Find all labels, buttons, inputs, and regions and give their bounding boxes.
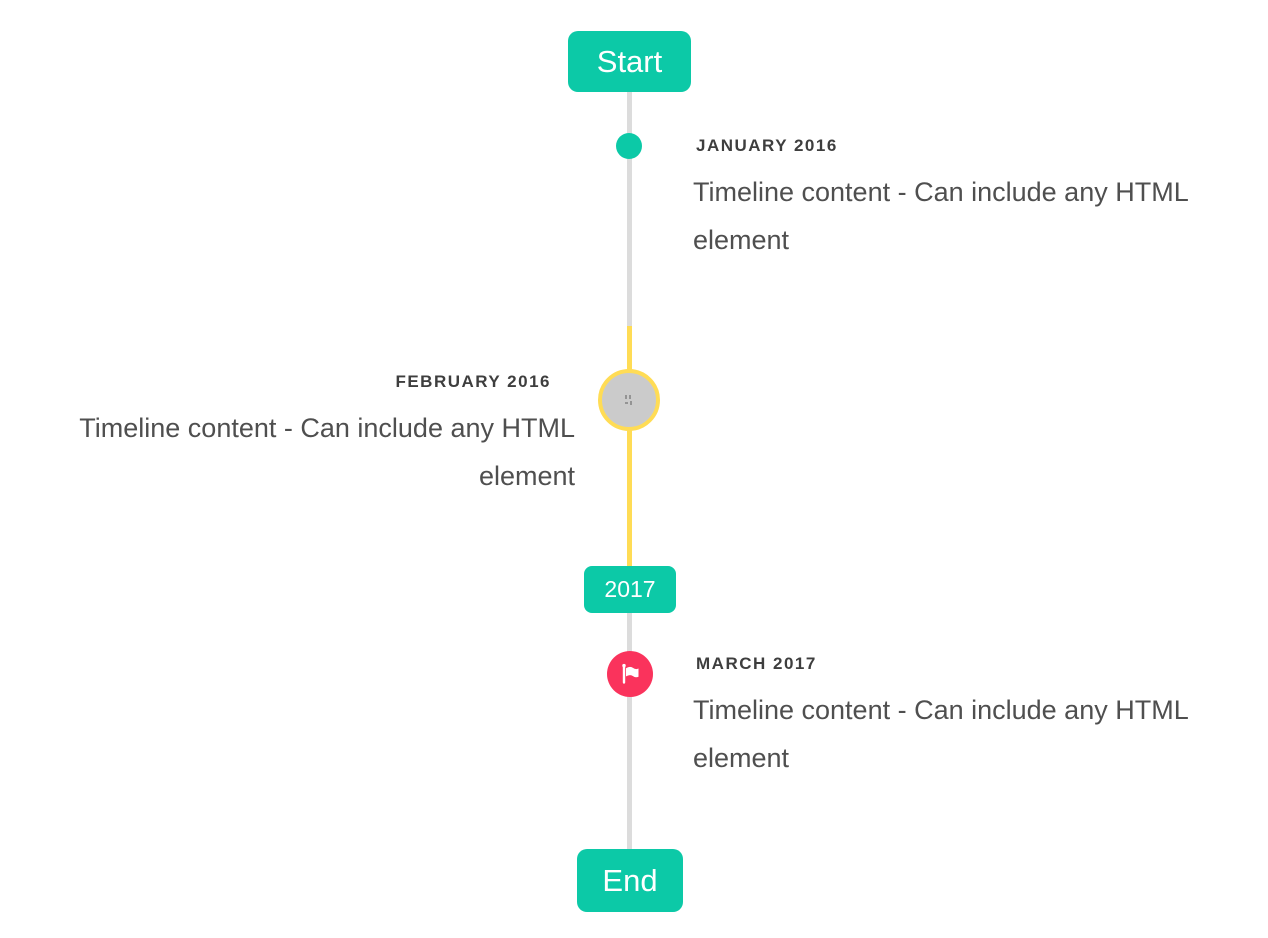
timeline-dot-marker	[616, 133, 642, 159]
item-content: Timeline content - Can include any HTML …	[79, 413, 575, 491]
start-flag-button[interactable]: Start	[568, 31, 691, 92]
item-content: Timeline content - Can include any HTML …	[693, 695, 1188, 773]
item-content: Timeline content - Can include any HTML …	[693, 177, 1188, 255]
timeline-item-february-2016: FEBRUARY 2016 Timeline content - Can inc…	[30, 369, 575, 500]
timeline-image-marker	[598, 369, 660, 431]
timeline-item-january-2016: JANUARY 2016 Timeline content - Can incl…	[693, 133, 1238, 264]
year-flag-button[interactable]: 2017	[584, 566, 676, 613]
flag-icon	[618, 662, 642, 686]
broken-image-icon	[621, 392, 637, 408]
item-title: JANUARY 2016	[696, 136, 838, 155]
item-title: FEBRUARY 2016	[395, 372, 551, 391]
timeline-line-highlight	[627, 326, 632, 566]
item-title: MARCH 2017	[696, 654, 817, 673]
timeline-item-march-2017: MARCH 2017 Timeline content - Can includ…	[693, 651, 1238, 782]
timeline-flag-marker	[607, 651, 653, 697]
end-flag-button[interactable]: End	[577, 849, 683, 912]
